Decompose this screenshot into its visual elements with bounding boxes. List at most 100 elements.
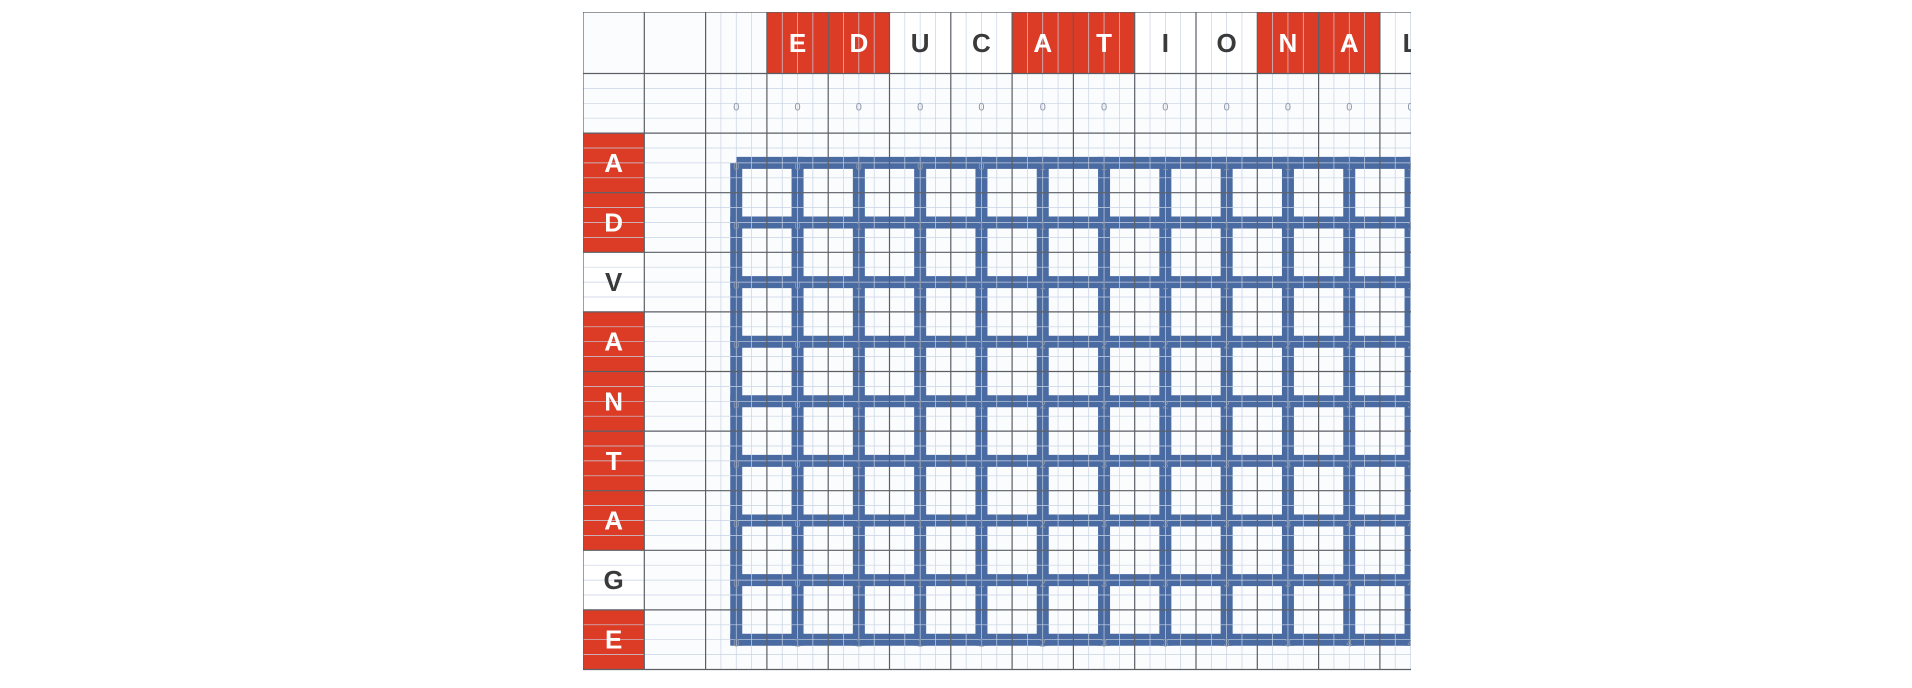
matrix-value: 3 bbox=[1101, 518, 1107, 530]
matrix-value: 1 bbox=[917, 399, 923, 411]
matrix-value: 0 bbox=[733, 578, 739, 590]
matrix-value: 1 bbox=[856, 459, 862, 471]
matrix-value: 1 bbox=[1224, 161, 1230, 173]
left-letter: A bbox=[604, 506, 623, 536]
left-letter: A bbox=[604, 327, 623, 357]
matrix-value: 1 bbox=[978, 220, 984, 232]
matrix-value: 1 bbox=[1407, 220, 1411, 232]
matrix-value: 1 bbox=[1162, 220, 1168, 232]
matrix-value: 2 bbox=[1040, 638, 1046, 650]
matrix-value: 1 bbox=[856, 518, 862, 530]
matrix-value: 4 bbox=[1407, 578, 1411, 590]
matrix-value: 2 bbox=[1040, 578, 1046, 590]
matrix-value: 3 bbox=[1162, 459, 1168, 471]
matrix-value: 1 bbox=[856, 638, 862, 650]
top-letter: C bbox=[972, 28, 991, 58]
matrix-value: 0 bbox=[733, 518, 739, 530]
matrix-value: 0 bbox=[794, 220, 800, 232]
matrix-value: 1 bbox=[856, 220, 862, 232]
matrix-value: 3 bbox=[1101, 459, 1107, 471]
matrix-value: 1 bbox=[794, 638, 800, 650]
matrix-value: 1 bbox=[1224, 220, 1230, 232]
matrix-value: 1 bbox=[856, 280, 862, 292]
matrix-value: 4 bbox=[1346, 518, 1352, 530]
left-letter: E bbox=[605, 625, 622, 655]
matrix-value: 1 bbox=[917, 578, 923, 590]
matrix-value: 1 bbox=[917, 340, 923, 352]
matrix-value: 0 bbox=[794, 399, 800, 411]
matrix-value: 1 bbox=[856, 578, 862, 590]
matrix-value: 1 bbox=[917, 220, 923, 232]
matrix-value: 0 bbox=[917, 161, 923, 173]
matrix-value: 4 bbox=[1346, 578, 1352, 590]
row0-value: 0 bbox=[1285, 101, 1291, 113]
matrix-value: 4 bbox=[1407, 638, 1411, 650]
matrix-value: 3 bbox=[1162, 578, 1168, 590]
matrix-value: 1 bbox=[978, 280, 984, 292]
matrix-value: 3 bbox=[1162, 638, 1168, 650]
top-letter: L bbox=[1403, 28, 1411, 58]
matrix-value: 3 bbox=[1407, 399, 1411, 411]
top-letter: A bbox=[1340, 28, 1359, 58]
matrix-value: 2 bbox=[1224, 340, 1230, 352]
matrix-value: 1 bbox=[1040, 161, 1046, 173]
matrix-value: 1 bbox=[1224, 280, 1230, 292]
matrix-value: 0 bbox=[733, 638, 739, 650]
matrix-value: 3 bbox=[1285, 399, 1291, 411]
matrix-value: 0 bbox=[733, 220, 739, 232]
matrix-value: 2 bbox=[1101, 399, 1107, 411]
matrix-value: 2 bbox=[1040, 399, 1046, 411]
matrix-value: 1 bbox=[978, 340, 984, 352]
row0-value: 0 bbox=[1346, 101, 1352, 113]
matrix-value: 1 bbox=[1346, 220, 1352, 232]
matrix-value: 4 bbox=[1407, 518, 1411, 530]
matrix-value: 3 bbox=[1224, 518, 1230, 530]
matrix-value: 0 bbox=[794, 578, 800, 590]
matrix-value: 2 bbox=[1040, 340, 1046, 352]
matrix-value: 3 bbox=[1285, 459, 1291, 471]
matrix-value: 2 bbox=[1285, 340, 1291, 352]
matrix-value: 1 bbox=[1040, 220, 1046, 232]
top-letter: D bbox=[849, 28, 868, 58]
matrix-value: 1 bbox=[1162, 280, 1168, 292]
matrix-value: 2 bbox=[1346, 340, 1352, 352]
matrix-value: 2 bbox=[1040, 459, 1046, 471]
matrix-value: 0 bbox=[733, 161, 739, 173]
matrix-value: 1 bbox=[917, 280, 923, 292]
matrix-value: 2 bbox=[1224, 399, 1230, 411]
matrix-value: 1 bbox=[1101, 161, 1107, 173]
matrix-value: 1 bbox=[1285, 280, 1291, 292]
matrix-value: 1 bbox=[1346, 161, 1352, 173]
matrix-value: 3 bbox=[1285, 518, 1291, 530]
matrix-value: 2 bbox=[1162, 340, 1168, 352]
matrix-value: 1 bbox=[917, 638, 923, 650]
row0-value: 0 bbox=[917, 101, 923, 113]
matrix-value: 1 bbox=[978, 518, 984, 530]
top-letter: I bbox=[1162, 28, 1169, 58]
matrix-value: 1 bbox=[978, 638, 984, 650]
top-letter: N bbox=[1279, 28, 1298, 58]
matrix-value: 2 bbox=[1101, 340, 1107, 352]
left-letter: D bbox=[604, 208, 623, 238]
matrix-value: 1 bbox=[1040, 280, 1046, 292]
matrix-value: 1 bbox=[917, 459, 923, 471]
row0-value: 0 bbox=[1407, 101, 1411, 113]
row0-value: 0 bbox=[856, 101, 862, 113]
matrix-value: 3 bbox=[1285, 638, 1291, 650]
matrix-value: 3 bbox=[1224, 638, 1230, 650]
matrix-value: 1 bbox=[917, 518, 923, 530]
matrix-value: 0 bbox=[794, 280, 800, 292]
matrix-value: 4 bbox=[1346, 638, 1352, 650]
left-letter: A bbox=[604, 148, 623, 178]
left-letter: T bbox=[606, 446, 622, 476]
matrix-value: 1 bbox=[1407, 161, 1411, 173]
matrix-value: 0 bbox=[794, 340, 800, 352]
matrix-value: 1 bbox=[1346, 280, 1352, 292]
matrix-value: 2 bbox=[1040, 518, 1046, 530]
top-letter: U bbox=[911, 28, 930, 58]
matrix-value: 1 bbox=[1162, 161, 1168, 173]
matrix-value: 0 bbox=[733, 399, 739, 411]
matrix-value: 3 bbox=[1407, 459, 1411, 471]
matrix-value: 1 bbox=[1285, 161, 1291, 173]
